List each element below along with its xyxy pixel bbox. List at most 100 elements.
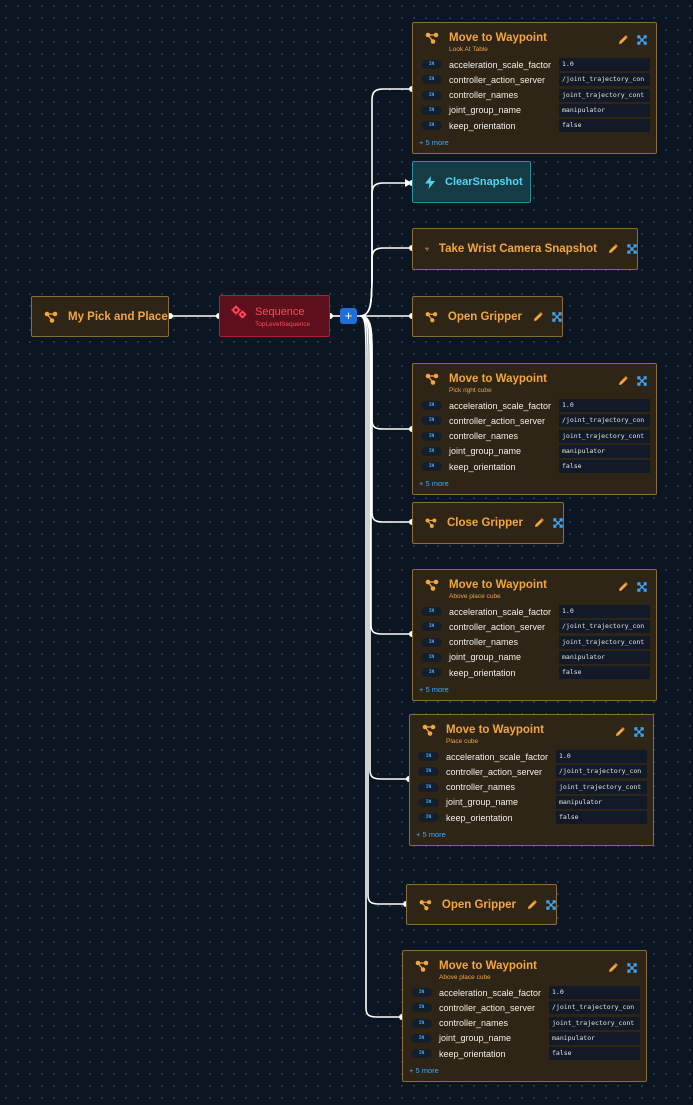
add-child-button[interactable]: + (340, 308, 357, 324)
root-behavior-node[interactable]: My Pick and Place (31, 296, 169, 337)
param-value-field[interactable]: /joint_trajectory_con (559, 73, 650, 87)
input-port-badge[interactable]: IN (421, 431, 442, 441)
param-value-field[interactable]: 1.0 (549, 986, 640, 999)
param-name: joint_group_name (446, 797, 519, 808)
input-port-badge[interactable]: IN (418, 767, 439, 777)
param-row: IN acceleration_scale_factor 1.0 (421, 399, 650, 412)
tree-icon (425, 579, 439, 591)
param-name: acceleration_scale_factor (449, 400, 552, 411)
input-port-badge[interactable]: IN (421, 652, 442, 662)
param-value-field[interactable]: /joint_trajectory_con (559, 620, 650, 634)
input-port-badge[interactable]: IN (421, 462, 442, 472)
input-port-badge[interactable]: IN (421, 637, 442, 647)
param-value-field[interactable]: manipulator (559, 444, 650, 458)
input-port-badge[interactable]: IN (421, 75, 442, 85)
param-value-field[interactable]: 1.0 (559, 605, 650, 618)
sequence-node[interactable]: Sequence TopLevelSequence (219, 295, 330, 337)
tree-icon (419, 899, 432, 910)
pencil-icon[interactable] (534, 518, 544, 528)
more-params-link[interactable]: + 5 more (416, 830, 446, 839)
input-port-badge[interactable]: IN (411, 1049, 432, 1059)
input-port-badge[interactable]: IN (411, 1003, 432, 1013)
clear-snapshot-title: ClearSnapshot (445, 176, 523, 188)
behavior-node[interactable]: Open Gripper (406, 884, 557, 925)
expand-icon[interactable] (552, 311, 562, 322)
param-value-field[interactable]: false (549, 1047, 640, 1061)
param-value-field[interactable]: manipulator (559, 103, 650, 117)
pencil-icon[interactable] (608, 244, 618, 254)
input-port-badge[interactable]: IN (421, 622, 442, 632)
more-params-link[interactable]: + 5 more (419, 138, 449, 147)
more-params-link[interactable]: + 5 more (419, 685, 449, 694)
behavior-node[interactable]: Close Gripper (412, 502, 564, 544)
param-value-field[interactable]: joint_trajectory_cont (559, 429, 650, 443)
expand-icon[interactable] (637, 35, 647, 45)
input-port-badge[interactable]: IN (421, 60, 442, 69)
input-port-badge[interactable]: IN (421, 105, 442, 115)
behavior-node[interactable]: Open Gripper (412, 296, 563, 337)
pencil-icon[interactable] (618, 582, 628, 592)
param-name: controller_action_server (446, 766, 543, 777)
param-value-field[interactable]: false (559, 119, 650, 133)
input-port-badge[interactable]: IN (421, 416, 442, 426)
param-value-field[interactable]: manipulator (559, 650, 650, 664)
param-value-field[interactable]: false (559, 460, 650, 474)
pencil-icon[interactable] (615, 727, 625, 737)
param-name: acceleration_scale_factor (449, 606, 552, 617)
param-value-field[interactable]: false (556, 811, 647, 825)
input-port-badge[interactable]: IN (418, 752, 439, 761)
input-port-badge[interactable]: IN (418, 813, 439, 823)
pencil-icon[interactable] (608, 963, 618, 973)
input-port-badge[interactable]: IN (421, 401, 442, 410)
more-params-link[interactable]: + 5 more (419, 479, 449, 488)
root-title: My Pick and Place (68, 310, 168, 323)
expand-icon[interactable] (627, 963, 637, 973)
param-name: joint_group_name (449, 446, 522, 457)
expand-icon[interactable] (553, 518, 563, 528)
input-port-badge[interactable]: IN (411, 1018, 432, 1028)
param-value-field[interactable]: manipulator (556, 795, 647, 809)
param-name: controller_names (449, 90, 519, 101)
param-value-field[interactable]: manipulator (549, 1031, 640, 1045)
input-port-badge[interactable]: IN (421, 121, 442, 131)
input-port-badge[interactable]: IN (421, 446, 442, 456)
param-value-field[interactable]: 1.0 (559, 58, 650, 71)
pencil-icon[interactable] (618, 376, 628, 386)
param-value-field[interactable]: /joint_trajectory_con (556, 765, 647, 779)
pencil-icon[interactable] (533, 311, 543, 322)
input-port-badge[interactable]: IN (411, 988, 432, 997)
node-title: Open Gripper (447, 310, 522, 323)
expand-icon[interactable] (627, 244, 637, 254)
param-value-field[interactable]: 1.0 (559, 399, 650, 412)
input-port-badge[interactable]: IN (418, 782, 439, 792)
expand-icon[interactable] (637, 376, 647, 386)
input-port-badge[interactable]: IN (421, 607, 442, 616)
pencil-icon[interactable] (527, 899, 537, 910)
param-value-field[interactable]: joint_trajectory_cont (559, 635, 650, 649)
behavior-node[interactable]: Take Wrist Camera Snapshot (412, 228, 638, 270)
expand-icon[interactable] (637, 582, 647, 592)
input-port-badge[interactable]: IN (411, 1033, 432, 1043)
clear-snapshot-node[interactable]: ClearSnapshot (412, 161, 531, 203)
param-value-field[interactable]: joint_trajectory_cont (559, 88, 650, 102)
input-port-badge[interactable]: IN (421, 668, 442, 678)
input-port-badge[interactable]: IN (418, 797, 439, 807)
param-value-field[interactable]: /joint_trajectory_con (559, 414, 650, 428)
param-value-field[interactable]: joint_trajectory_cont (556, 780, 647, 794)
input-port-badge[interactable]: IN (421, 90, 442, 100)
param-value-field[interactable]: joint_trajectory_cont (549, 1016, 640, 1030)
param-value-field[interactable]: false (559, 666, 650, 680)
more-params-link[interactable]: + 5 more (409, 1066, 439, 1075)
expand-icon[interactable] (546, 899, 556, 910)
pencil-icon[interactable] (618, 35, 628, 45)
param-value-field[interactable]: 1.0 (556, 750, 647, 763)
param-name: controller_action_server (449, 415, 546, 426)
param-value-field[interactable]: /joint_trajectory_con (549, 1001, 640, 1015)
expand-icon[interactable] (634, 727, 644, 737)
